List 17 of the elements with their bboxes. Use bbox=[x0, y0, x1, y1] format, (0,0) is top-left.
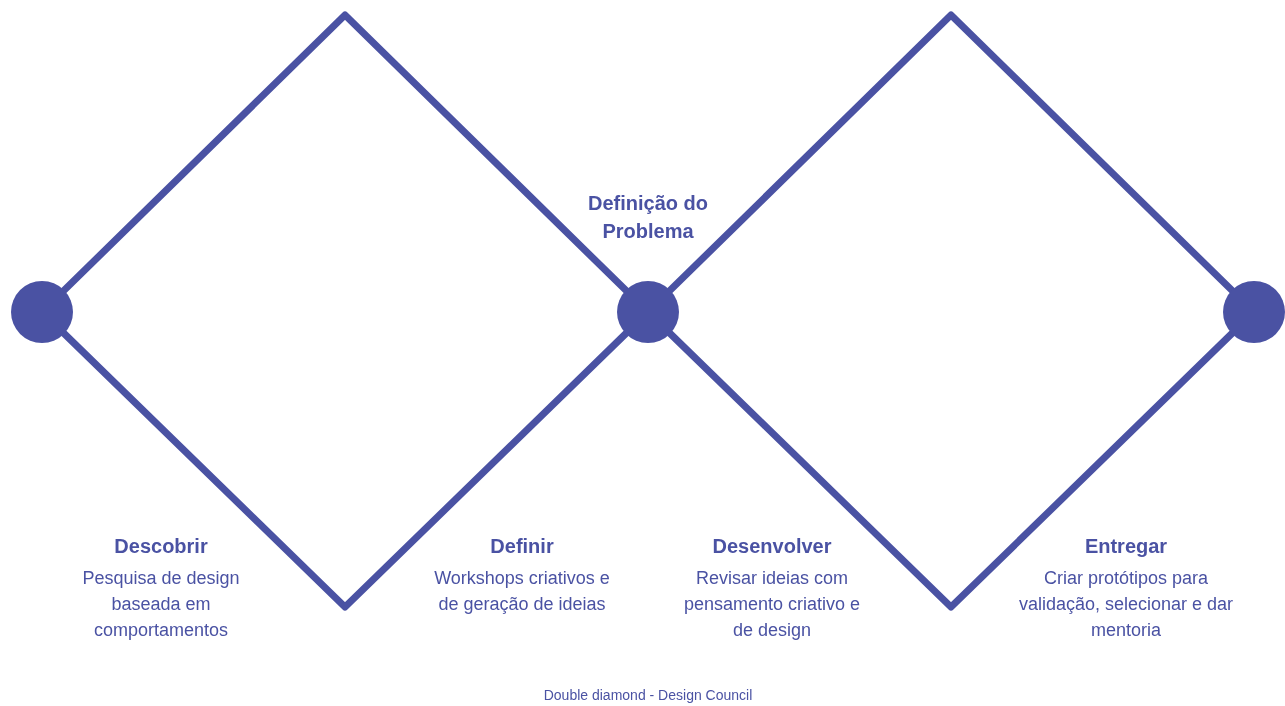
circle-marker bbox=[11, 281, 73, 343]
phase-title: Descobrir bbox=[113, 534, 209, 559]
phase-title: Definir bbox=[489, 534, 555, 559]
diamond-line bbox=[666, 11, 1236, 294]
diamond-line bbox=[60, 11, 630, 294]
phase-title: Entregar bbox=[1083, 534, 1169, 559]
phase-description: Criar protótipos para validação, selecionar e dar mentoria bbox=[1017, 567, 1235, 642]
diamond-line bbox=[666, 330, 1236, 611]
phase-description: Pesquisa de design baseada em comportamentos bbox=[81, 567, 241, 642]
caption: Double diamond - Design Council bbox=[542, 687, 754, 703]
diamond-line bbox=[60, 330, 630, 611]
circle-marker bbox=[617, 281, 679, 343]
stage-label: Definição do Problema bbox=[587, 191, 709, 244]
phase-description: Revisar ideias com pensamento criativo e de design bbox=[682, 567, 862, 642]
phase-description: Workshops criativos e de geração de ideias bbox=[433, 567, 611, 616]
phase-title: Desenvolver bbox=[711, 534, 833, 559]
circle-marker bbox=[1223, 281, 1285, 343]
